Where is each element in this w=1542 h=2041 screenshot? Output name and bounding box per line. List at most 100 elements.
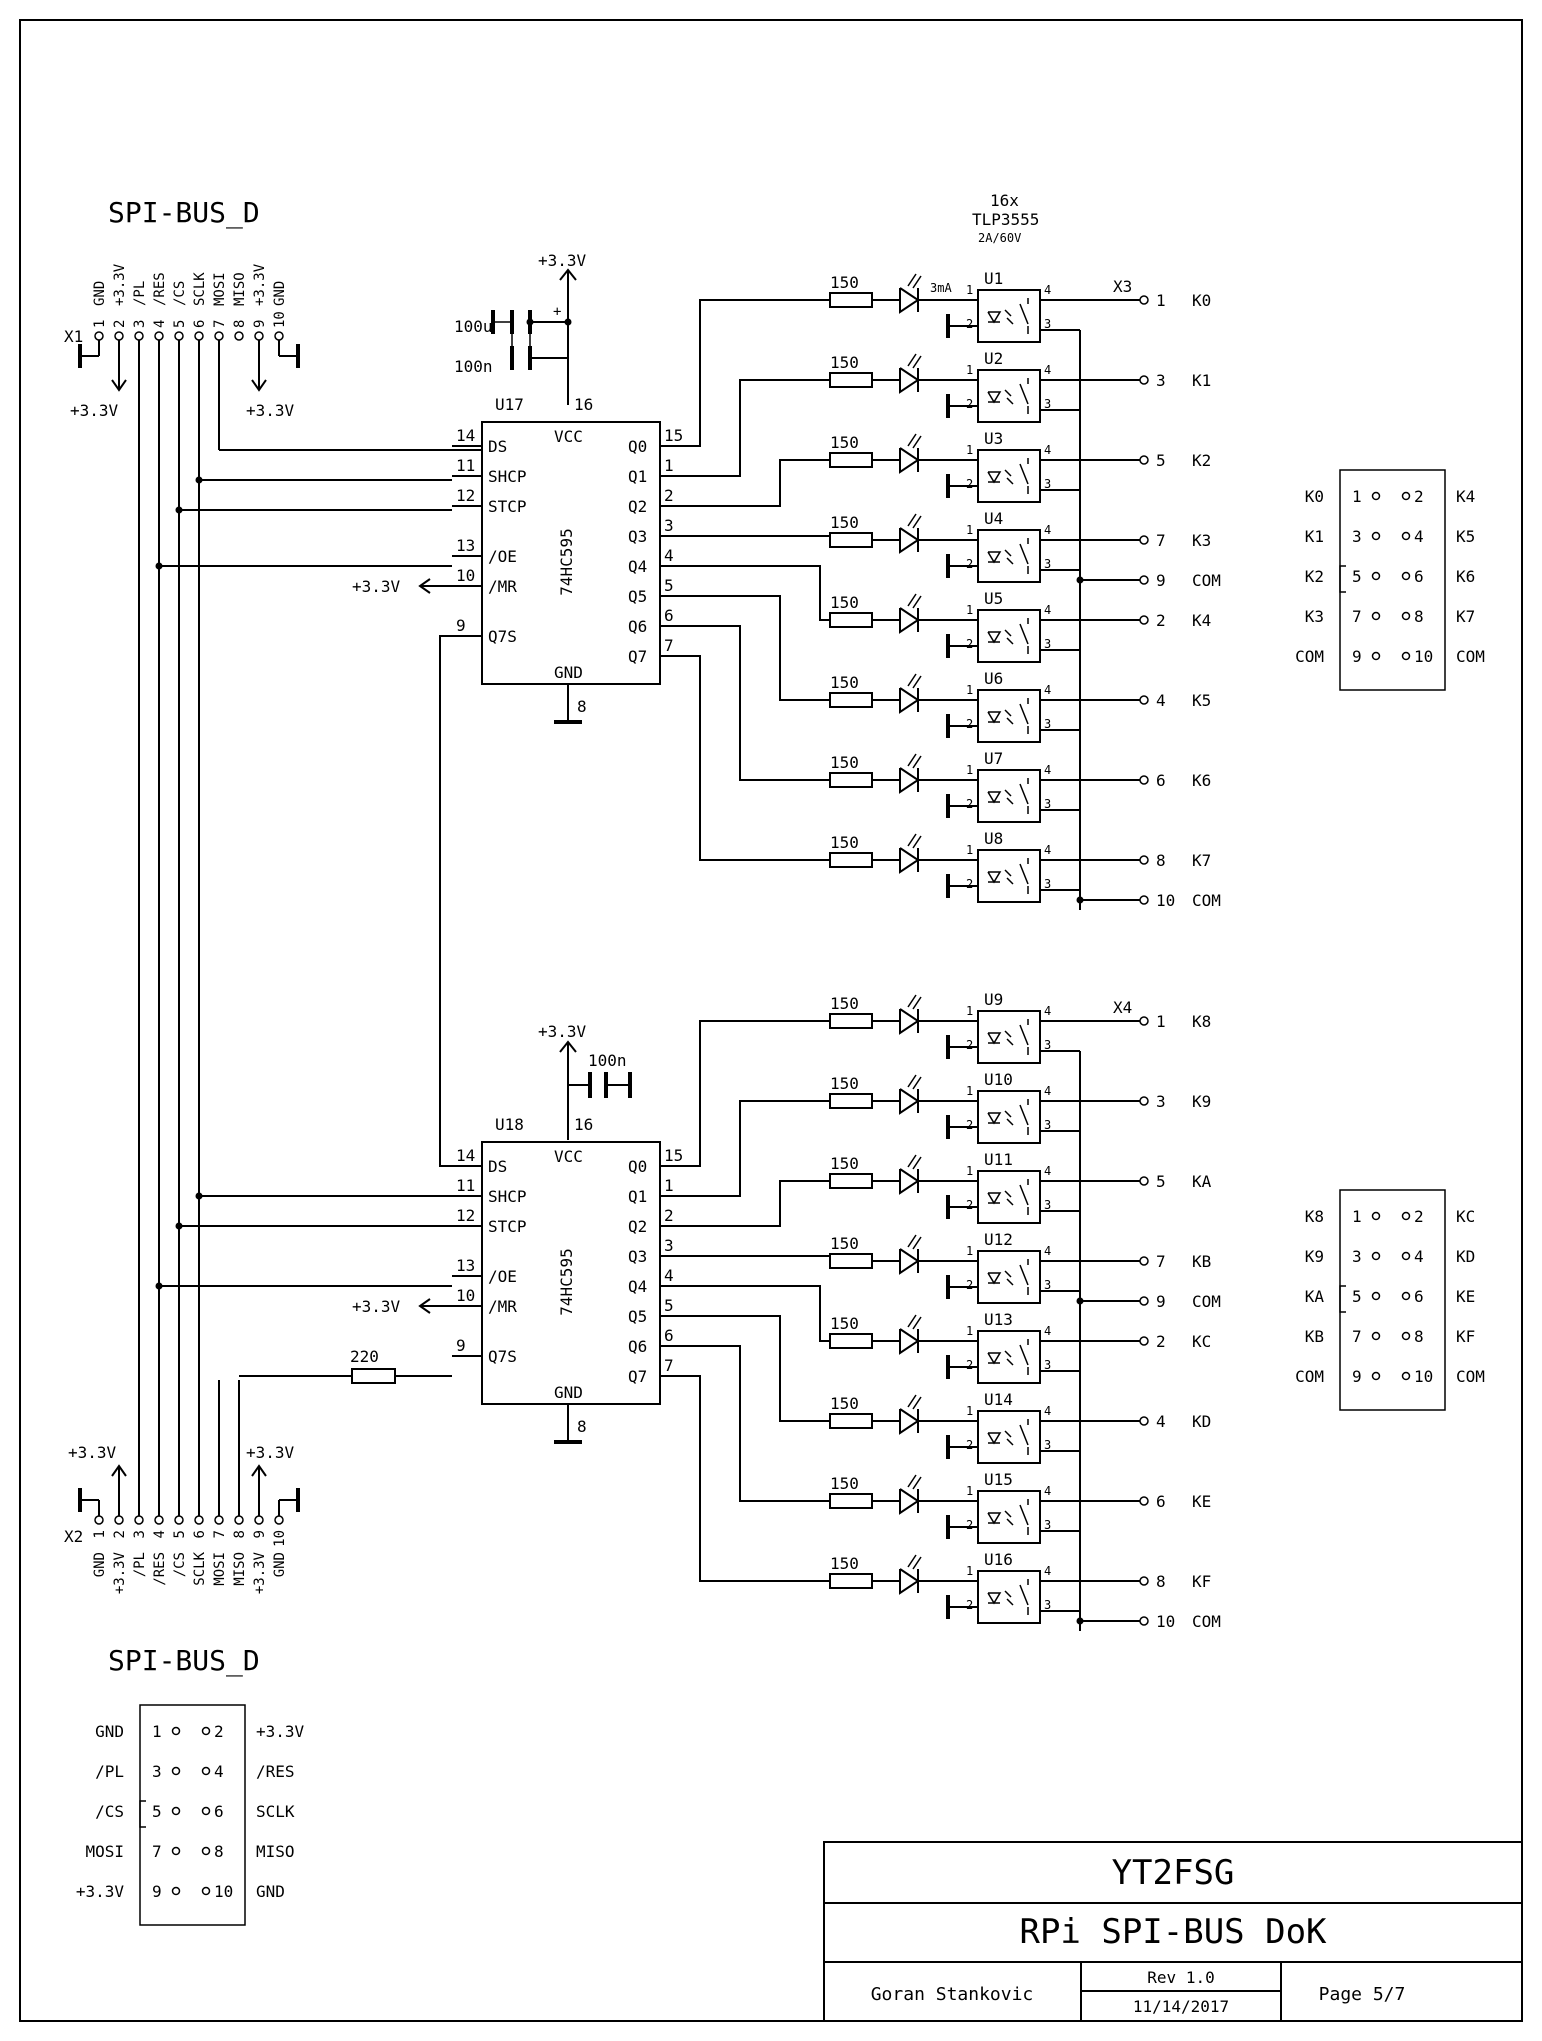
opto-arrow <box>1004 1110 1012 1118</box>
opto-arrow <box>1006 1358 1014 1366</box>
resistor <box>829 1013 873 1029</box>
relay-pin: 1 <box>966 603 973 617</box>
header-left-label: KA <box>1305 1287 1325 1306</box>
output-pin-number: 4 <box>1156 691 1166 710</box>
led-ray <box>907 1474 917 1488</box>
led <box>899 527 920 554</box>
relay-pin: 4 <box>1044 763 1051 777</box>
led <box>899 1168 920 1195</box>
output-pin-number: 8 <box>1156 1572 1166 1591</box>
bus-title: SPI-BUS_D <box>108 196 260 230</box>
bus-pin-number: 7 <box>212 1530 228 1538</box>
led-ray <box>912 1156 922 1170</box>
bus-pin-number: 4 <box>152 1530 168 1538</box>
supply-arrow <box>111 379 127 392</box>
header-pin-number: 10 <box>214 1882 233 1901</box>
supply-label: +3.3V <box>68 1443 117 1462</box>
bus-pin <box>194 1515 204 1525</box>
header-pin-number: 8 <box>214 1842 224 1861</box>
resistor <box>829 292 873 308</box>
cap-value: 100n <box>454 357 493 376</box>
led-ray <box>912 435 922 449</box>
output-pin <box>1139 855 1149 865</box>
bus-pin-number: 3 <box>132 320 148 328</box>
header-left-label: COM <box>1295 647 1324 666</box>
relay-pin: 3 <box>1044 1438 1051 1452</box>
relay-pin: 4 <box>1044 1564 1051 1578</box>
opto-arrow <box>1006 1518 1014 1526</box>
resistor <box>829 532 873 548</box>
resistor-value: 150 <box>830 673 859 692</box>
header-right-label: +3.3V <box>256 1722 305 1741</box>
header-right-label: /RES <box>256 1762 295 1781</box>
ic-pin-name: Q0 <box>628 1157 647 1176</box>
relay-pin: 1 <box>966 763 973 777</box>
relay-pin: 1 <box>966 523 973 537</box>
opto-led <box>987 1432 1002 1445</box>
header-key <box>139 1800 146 1828</box>
opto-relay <box>977 769 1041 823</box>
relay-pin: 1 <box>966 1004 973 1018</box>
bus-pin-name: +3.3V <box>112 263 128 306</box>
bus-pin <box>254 1515 264 1525</box>
bus-pin <box>274 1515 284 1525</box>
relay-pin: 2 <box>966 1358 973 1372</box>
relay-pin: 2 <box>966 877 973 891</box>
led <box>899 767 920 794</box>
output-pin <box>1139 375 1149 385</box>
led-ray <box>907 273 917 287</box>
output-pin <box>1139 1616 1149 1626</box>
ic-pin-number: 9 <box>456 616 466 635</box>
header-pin-number: 10 <box>1414 1367 1433 1386</box>
header-pin-number: 9 <box>1352 1367 1362 1386</box>
bus-pin-name: GND <box>272 1552 288 1577</box>
led <box>899 1008 920 1035</box>
junction-dot <box>175 1222 183 1230</box>
output-pin <box>1139 1496 1149 1506</box>
output-label: K6 <box>1192 771 1211 790</box>
opto-switch <box>1019 543 1029 565</box>
header-pin <box>1401 531 1411 541</box>
output-label: COM <box>1192 891 1221 910</box>
ic-pin-number: 1 <box>664 456 674 475</box>
header-pin <box>1371 651 1381 661</box>
bus-pin <box>94 331 104 341</box>
output-label: COM <box>1192 1612 1221 1631</box>
header-right-label: K4 <box>1456 487 1475 506</box>
led-ray <box>912 1396 922 1410</box>
output-pin <box>1139 695 1149 705</box>
relay-pin: 2 <box>966 1278 973 1292</box>
opto-arrow <box>1006 557 1014 565</box>
led-ray <box>912 1556 922 1570</box>
q-wire <box>688 1180 830 1227</box>
junction-dot <box>175 506 183 514</box>
mr-supply-label: +3.3V <box>352 577 401 596</box>
relay-pin: 2 <box>966 477 973 491</box>
opto-led <box>987 791 1002 804</box>
bus-pin-number: 5 <box>172 320 188 328</box>
relay-pin: 2 <box>966 797 973 811</box>
resistor-value: 150 <box>830 994 859 1013</box>
bus-pin-name: MISO <box>232 1552 248 1586</box>
led-ray <box>912 1076 922 1090</box>
header-left-label: K8 <box>1305 1207 1324 1226</box>
header-right-label: K6 <box>1456 567 1475 586</box>
bus-pin <box>234 1515 244 1525</box>
header-pin-number: 2 <box>214 1722 224 1741</box>
opto-arrow <box>1006 797 1014 805</box>
led-ray <box>912 355 922 369</box>
opto-switch <box>1019 783 1029 805</box>
relay-pin: 3 <box>1044 637 1051 651</box>
header-pin-number: 10 <box>1414 647 1433 666</box>
header-pin-number: 2 <box>1414 1207 1424 1226</box>
header-pin <box>1371 611 1381 621</box>
header-pin <box>1401 571 1411 581</box>
header-pin <box>1401 1331 1411 1341</box>
relay-pin: 1 <box>966 1244 973 1258</box>
opto-switch <box>1019 863 1029 885</box>
led <box>899 1568 920 1595</box>
header-pin-number: 4 <box>1414 1247 1424 1266</box>
header-pin <box>171 1886 181 1896</box>
